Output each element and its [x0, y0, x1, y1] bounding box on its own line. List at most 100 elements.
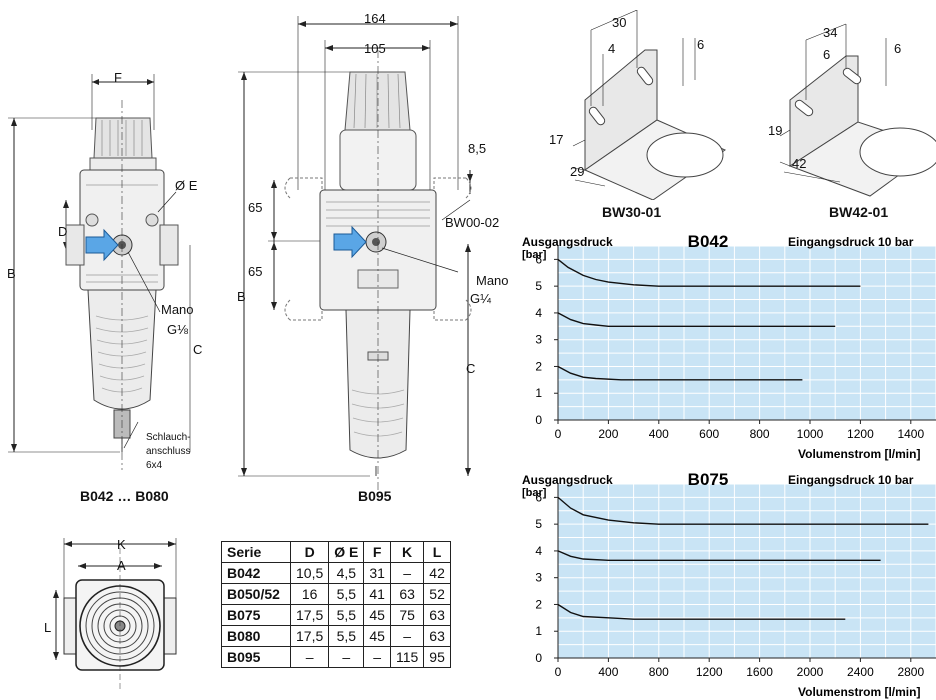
y-tick-label: 3	[535, 333, 542, 347]
dim-e-label: Ø E	[175, 178, 198, 193]
table-cell: –	[328, 646, 365, 668]
table-cell: 52	[423, 583, 451, 605]
series-line	[557, 258, 861, 287]
bw42-dim-34: 34	[823, 25, 838, 40]
hose-label-line3: 6x4	[146, 460, 163, 471]
x-tick-label: 800	[649, 665, 669, 679]
filter-regulator-drawing-b095	[238, 16, 473, 490]
x-tick-label: 1400	[897, 427, 924, 441]
dim-k-label: K	[117, 537, 126, 552]
caption-bw42-01: BW42-01	[829, 204, 889, 220]
table-cell: 5,5	[328, 604, 365, 626]
series-line	[557, 312, 836, 327]
hose-label-line1: Schlauch-	[146, 432, 191, 443]
chart-title: B075	[688, 470, 729, 489]
table-header-cell: L	[423, 541, 451, 563]
dimension-table: Serie D Ø E F K L B042 10,5 4,5 31 – 42 …	[221, 541, 451, 668]
mano-label-left: Mano	[161, 302, 194, 317]
x-tick-label: 1000	[797, 427, 824, 441]
table-row: B075 17,5 5,5 45 75 63	[221, 604, 451, 626]
table-row: B080 17,5 5,5 45 – 63	[221, 625, 451, 647]
y-tick-label: 4	[535, 544, 542, 558]
table-cell: 42	[423, 562, 451, 584]
table-cell: 45	[363, 625, 391, 647]
bracket-bw42-drawing	[779, 23, 936, 197]
y-tick-label: 4	[535, 306, 542, 320]
table-cell: 17,5	[289, 625, 330, 647]
table-cell: 41	[363, 583, 391, 605]
table-cell: 75	[389, 604, 425, 626]
y-tick-label: 6	[535, 252, 542, 266]
y-tick-label: 5	[535, 279, 542, 293]
dim-65-upper-label: 65	[248, 200, 263, 215]
table-row: B095 – – – 115 95	[221, 646, 451, 668]
dim-b-label-left: B	[7, 266, 16, 281]
table-cell: B050/52	[221, 583, 291, 605]
x-tick-label: 2800	[897, 665, 924, 679]
y-tick-label: 6	[535, 490, 542, 504]
dim-65-lower-label: 65	[248, 264, 263, 279]
caption-bw30-01: BW30-01	[602, 204, 662, 220]
x-axis-title: Volumenstrom [l/min]	[798, 447, 920, 461]
mano-label-center: Mano	[476, 273, 509, 288]
bw42-dim-42: 42	[792, 156, 807, 171]
table-cell: –	[389, 562, 425, 584]
hose-label-line2: anschluss	[146, 446, 191, 457]
table-cell: B080	[221, 625, 291, 647]
table-cell: 115	[389, 646, 425, 668]
bw30-dim-6: 6	[697, 37, 705, 52]
table-cell: 63	[423, 604, 451, 626]
y-axis-title: Ausgangsdruck	[522, 235, 613, 249]
series-line	[557, 603, 846, 620]
dim-b-label-center: B	[237, 289, 246, 304]
dim-a-label: A	[117, 558, 126, 573]
table-cell: 31	[363, 562, 391, 584]
caption-left-drawing: B042 … B080	[80, 488, 169, 504]
bracket-bw30-drawing	[572, 10, 727, 200]
plot-area	[558, 484, 936, 658]
x-tick-label: 1600	[746, 665, 773, 679]
x-tick-label: 1200	[696, 665, 723, 679]
table-row: B042 10,5 4,5 31 – 42	[221, 562, 451, 584]
x-tick-label: 600	[699, 427, 719, 441]
bw30-dim-29: 29	[570, 164, 585, 179]
caption-b095: B095	[358, 488, 392, 504]
dim-8-5-label: 8,5	[468, 141, 487, 156]
table-cell: 45	[363, 604, 391, 626]
x-tick-label: 400	[598, 665, 618, 679]
table-cell: B042	[221, 562, 291, 584]
chart-note-input-pressure: Eingangsdruck 10 bar	[788, 473, 914, 487]
dim-c-label-center: C	[466, 361, 476, 376]
y-tick-label: 0	[535, 413, 542, 427]
table-cell: 5,5	[328, 625, 365, 647]
filter-regulator-drawing-left	[8, 74, 191, 470]
x-tick-label: 2000	[797, 665, 824, 679]
bracket-bw00-label: BW00-02	[445, 215, 500, 230]
table-cell: 95	[423, 646, 451, 668]
series-line	[557, 365, 803, 381]
table-header-cell: F	[363, 541, 391, 563]
y-tick-label: 3	[535, 571, 542, 585]
table-cell: 63	[423, 625, 451, 647]
table-cell: –	[363, 646, 391, 668]
y-tick-label: 0	[535, 651, 542, 665]
x-tick-label: 1200	[847, 427, 874, 441]
dim-l-label: L	[44, 620, 52, 635]
bw30-dim-30: 30	[612, 15, 627, 30]
plot-area	[558, 246, 936, 420]
table-header-cell: Serie	[221, 541, 291, 563]
table-header-row: Serie D Ø E F K L	[221, 541, 451, 563]
y-tick-label: 5	[535, 517, 542, 531]
table-cell: 4,5	[328, 562, 365, 584]
table-cell: B095	[221, 646, 291, 668]
series-line	[557, 550, 881, 561]
x-axis-title: Volumenstrom [l/min]	[798, 685, 920, 699]
y-axis-unit: [bar]	[522, 249, 547, 261]
table-cell: B075	[221, 604, 291, 626]
table-header-cell: Ø E	[328, 541, 365, 563]
table-header-cell: K	[389, 541, 425, 563]
filter-top-view-drawing	[53, 538, 177, 690]
x-tick-label: 0	[555, 665, 562, 679]
table-cell: 16	[289, 583, 330, 605]
